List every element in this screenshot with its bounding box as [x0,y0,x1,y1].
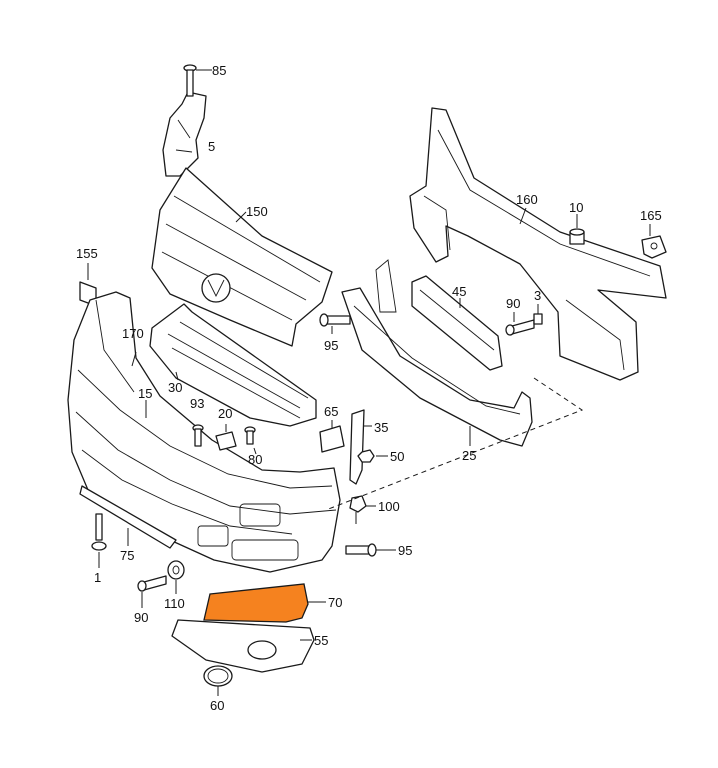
callout-160[interactable]: 160 [516,192,538,207]
clip-20 [215,431,237,451]
callout-170[interactable]: 170 [122,326,144,341]
clip-3 [533,313,543,325]
carrier-160 [409,107,667,381]
callout-20[interactable]: 20 [218,406,232,421]
callout-100[interactable]: 100 [378,499,400,514]
callout-75[interactable]: 75 [120,548,134,563]
callout-65[interactable]: 65 [324,404,338,419]
callout-1[interactable]: 1 [94,570,101,585]
callout-95-lower[interactable]: 95 [398,543,412,558]
callout-5[interactable]: 5 [208,139,215,154]
callout-3[interactable]: 3 [534,288,541,303]
nut-50 [357,449,375,463]
grille-30 [149,303,317,427]
screw-85 [183,64,197,97]
holder-65 [319,425,345,453]
grommet-110 [167,560,185,580]
callout-150[interactable]: 150 [246,204,268,219]
callout-10[interactable]: 10 [569,200,583,215]
screw-90-upper [505,319,535,336]
callout-110[interactable]: 110 [164,596,185,611]
callout-90-upper[interactable]: 90 [506,296,520,311]
grille-150 [151,167,333,347]
impact-bar-25 [341,259,533,447]
callout-15[interactable]: 15 [138,386,152,401]
ring-60 [203,665,233,687]
bumper-cover-15 [67,291,341,573]
guide-35 [349,409,365,485]
bracket-5 [162,91,207,177]
callout-90-lower[interactable]: 90 [134,610,148,625]
screw-90-lower [137,575,167,592]
callout-70[interactable]: 70 [328,595,342,610]
screw-1 [91,513,107,551]
deflector-75 [79,485,177,549]
callout-155[interactable]: 155 [76,246,98,261]
absorber-45 [411,275,503,371]
screw-95-lower [345,543,377,557]
callout-95-upper[interactable]: 95 [324,338,338,353]
callout-80[interactable]: 80 [248,452,262,467]
trim-strip-55 [171,619,315,673]
nut-10 [569,228,585,245]
bolt-100 [349,495,367,524]
reference-line [325,377,584,511]
screw-80 [244,426,256,445]
callout-45[interactable]: 45 [452,284,466,299]
screw-93 [192,424,204,447]
callout-25[interactable]: 25 [462,448,476,463]
callout-55[interactable]: 55 [314,633,328,648]
callout-50[interactable]: 50 [390,449,404,464]
callout-60[interactable]: 60 [210,698,224,713]
callout-30[interactable]: 30 [168,380,182,395]
callout-93[interactable]: 93 [190,396,204,411]
callout-165[interactable]: 165 [640,208,662,223]
bracket-165 [641,235,667,259]
callout-85[interactable]: 85 [212,63,226,78]
trim-70-highlighted[interactable] [203,583,309,623]
callout-35[interactable]: 35 [374,420,388,435]
screw-95-upper [319,313,351,327]
